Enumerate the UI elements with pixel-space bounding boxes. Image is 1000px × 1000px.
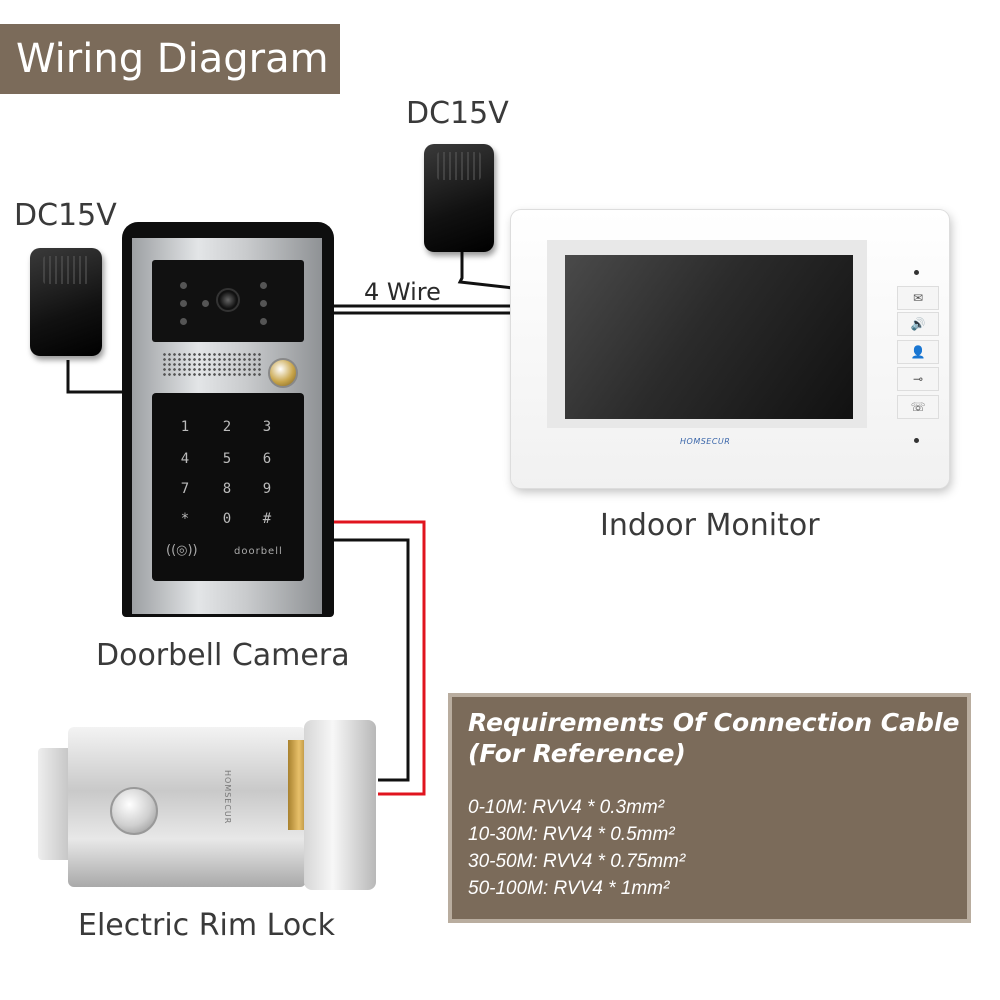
power-led-icon — [914, 270, 919, 275]
keypad-key: 0 — [222, 511, 232, 527]
requirement-row: 0-10M: RVV4 * 0.3mm² — [468, 797, 665, 818]
wire-left-power — [66, 360, 126, 394]
volume-button-icon: 🔊 — [897, 312, 939, 336]
label-dc15v-left: DC15V — [14, 198, 117, 233]
wire-lock-red — [334, 520, 426, 796]
requirement-row: 30-50M: RVV4 * 0.75mm² — [468, 851, 686, 872]
requirements-title-line2: (For Reference) — [468, 739, 686, 768]
doorbell-brand: doorbell — [234, 546, 283, 557]
mic-icon — [914, 438, 919, 443]
ir-led-icon — [260, 318, 267, 325]
requirement-row: 50-100M: RVV4 * 1mm² — [468, 878, 670, 899]
keypad-key: 9 — [262, 481, 272, 497]
cable-requirements-box: Requirements Of Connection Cable (For Re… — [452, 697, 967, 919]
camera-lens-icon — [216, 288, 240, 312]
keypad-key: 6 — [262, 451, 272, 467]
requirement-row: 10-30M: RVV4 * 0.5mm² — [468, 824, 675, 845]
wire-top-power — [457, 252, 514, 290]
label-electric-rim-lock: Electric Rim Lock — [78, 908, 336, 943]
ir-led-icon — [180, 300, 187, 307]
keypad-key: * — [180, 511, 190, 527]
monitor-brand: HOMSECUR — [680, 437, 731, 446]
keypad-key: 7 — [180, 481, 190, 497]
talk-button-icon: ☏ — [897, 395, 939, 419]
label-4-wire: 4 Wire — [364, 278, 441, 306]
lock-strike-box — [304, 720, 376, 890]
label-indoor-monitor: Indoor Monitor — [600, 508, 820, 543]
keypad-key: 4 — [180, 451, 190, 467]
doorbell-keypad: 1 2 3 4 5 6 7 8 9 * 0 # ((◎)) doorbell — [152, 393, 304, 581]
monitor-screen — [565, 255, 853, 419]
ir-led-icon — [202, 300, 209, 307]
requirements-title: Requirements Of Connection Cable (For Re… — [468, 707, 959, 769]
keypad-key: 2 — [222, 419, 232, 435]
message-button-icon: ✉ — [897, 286, 939, 310]
keypad-key: 1 — [180, 419, 190, 435]
electric-rim-lock — [68, 727, 306, 887]
diagram-title: Wiring Diagram — [0, 24, 340, 94]
power-adapter-top — [424, 144, 494, 252]
ir-led-icon — [260, 300, 267, 307]
keypad-key: 5 — [222, 451, 232, 467]
lock-brand: HOMSECUR — [223, 770, 232, 825]
ir-led-icon — [180, 318, 187, 325]
wire-lock-black — [334, 538, 410, 782]
label-doorbell-camera: Doorbell Camera — [96, 638, 350, 673]
keypad-key: # — [262, 511, 272, 527]
keypad-key: 3 — [262, 419, 272, 435]
call-button-icon — [268, 358, 298, 388]
unlock-button-icon: ⊸ — [897, 367, 939, 391]
power-adapter-left — [30, 248, 102, 356]
label-dc15v-top: DC15V — [406, 96, 509, 131]
requirements-title-line1: Requirements Of Connection Cable — [468, 708, 960, 737]
rfid-icon: ((◎)) — [166, 543, 198, 558]
doorbell-camera-module — [152, 260, 304, 342]
ir-led-icon — [260, 282, 267, 289]
keypad-key: 8 — [222, 481, 232, 497]
ir-led-icon — [180, 282, 187, 289]
monitor-button-icon: 👤 — [897, 340, 939, 364]
key-cylinder-icon — [110, 787, 158, 835]
speaker-grille — [162, 352, 262, 378]
